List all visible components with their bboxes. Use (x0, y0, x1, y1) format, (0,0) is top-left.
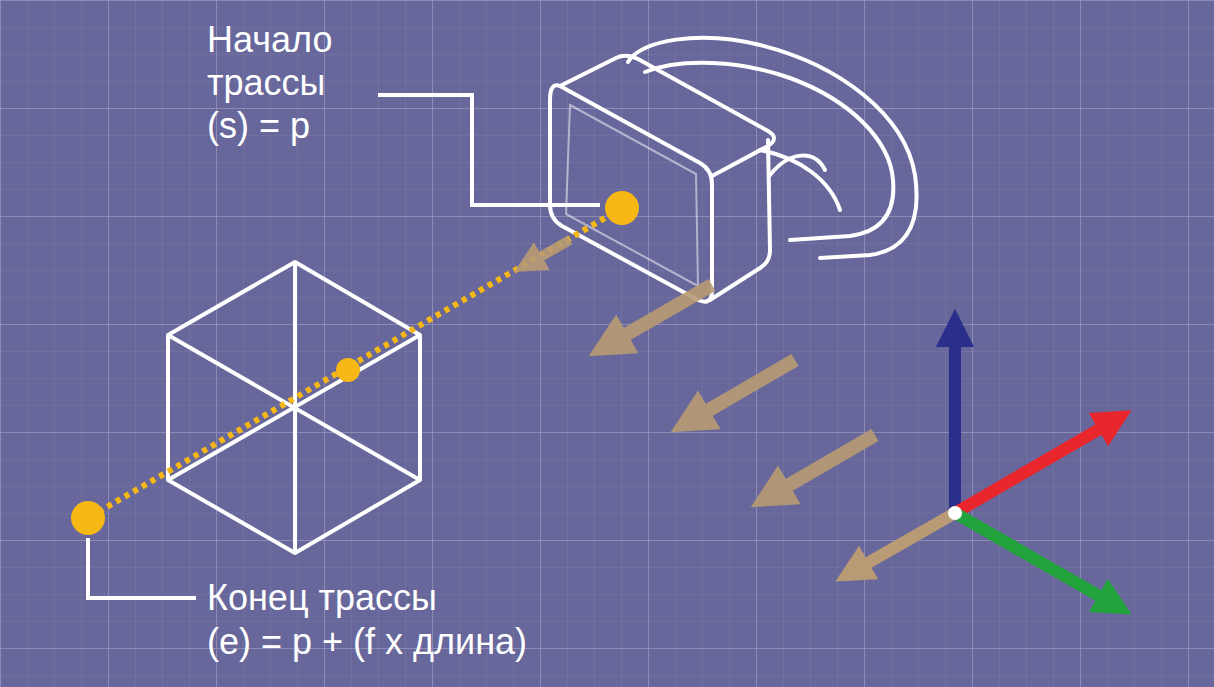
hit-point (336, 358, 360, 382)
axes (852, 328, 1115, 605)
leader-lines (88, 95, 600, 598)
formula-label: (s) = p (207, 104, 310, 147)
vr-headset (550, 38, 917, 302)
trace-end-point (71, 501, 105, 535)
cube-wireframe (168, 262, 420, 553)
callout-label: Конец трассы (207, 576, 437, 619)
trace-start-point (605, 191, 639, 225)
formula-label: (e) = p + (f x длина) (207, 620, 527, 663)
callout-label: Начало трассы (207, 18, 379, 104)
forward-arrows (528, 240, 875, 496)
trace-line (88, 208, 622, 518)
